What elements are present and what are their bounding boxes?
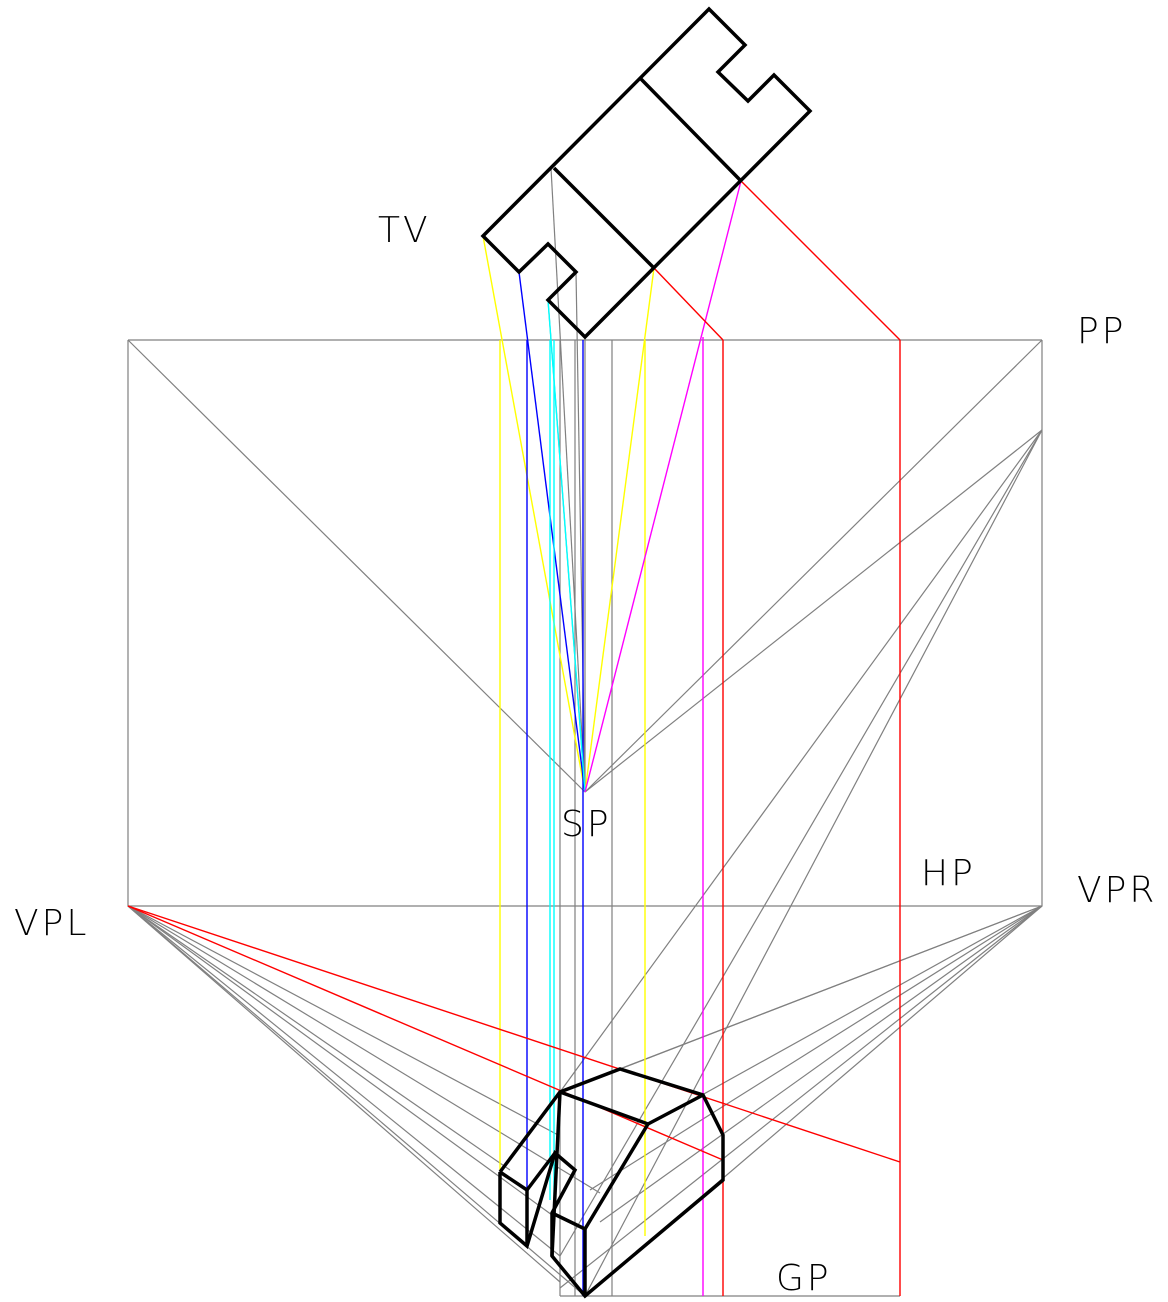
- blue-sight-line: [518, 271, 586, 793]
- measure-line: [559, 429, 1043, 1257]
- sp-to-right-diagonal: [584, 339, 1043, 793]
- cyan-projectors: [547, 299, 586, 1230]
- sp-to-left-diagonal: [127, 339, 586, 793]
- label-tv: TV: [378, 210, 431, 251]
- magenta-sight-line: [584, 180, 742, 793]
- object-edge: [550, 1091, 562, 1257]
- top-view-edge: [552, 166, 656, 270]
- red-line: [653, 267, 724, 341]
- vpl-ray: [127, 905, 511, 1171]
- label-pp: PP: [1077, 311, 1126, 352]
- measure-line: [559, 429, 1043, 1093]
- red-line: [740, 180, 901, 341]
- yellow-projectors: [482, 235, 655, 1236]
- object-edge: [525, 1151, 557, 1192]
- blue-projectors: [518, 271, 586, 1296]
- perspective-object: [498, 1067, 725, 1299]
- yellow-sight-line: [482, 235, 586, 793]
- object-edge: [647, 1093, 704, 1126]
- red-construction: [127, 180, 901, 1296]
- top-view-object: [480, 6, 813, 340]
- vpr-ray: [599, 905, 1043, 1223]
- object-outline: [498, 1067, 725, 1299]
- label-hp: HP: [921, 853, 976, 894]
- object-edge: [551, 1211, 586, 1231]
- label-gp: GP: [776, 1258, 832, 1299]
- object-edge: [559, 1090, 649, 1126]
- sp-to-right-mid: [584, 429, 1043, 793]
- magenta-projectors: [584, 180, 742, 1296]
- vpr-ray: [559, 905, 1043, 1289]
- object-edge: [583, 1123, 650, 1230]
- label-vpl: VPL: [14, 903, 89, 944]
- vpr-ray: [589, 905, 1043, 1191]
- vpl-ray: [127, 905, 553, 1216]
- vpl-ray: [127, 905, 561, 1257]
- vpl-ray: [127, 905, 561, 1137]
- object-edge: [499, 1170, 528, 1192]
- yellow-sight-line: [584, 267, 655, 793]
- sight-line: [550, 167, 586, 793]
- top-view-edge: [639, 77, 743, 183]
- red-vpl-ray: [127, 905, 724, 1161]
- vpr-ray: [559, 905, 1043, 1093]
- vpl-ray: [127, 905, 601, 1194]
- measure-line: [584, 429, 1043, 1297]
- label-vpr: VPR: [1077, 870, 1157, 911]
- top-view-outline: [480, 6, 813, 340]
- vpr-ray: [647, 905, 1043, 1126]
- label-sp: SP: [561, 804, 612, 845]
- vpl-ray: [127, 905, 561, 1283]
- red-vpl-ray: [127, 905, 901, 1163]
